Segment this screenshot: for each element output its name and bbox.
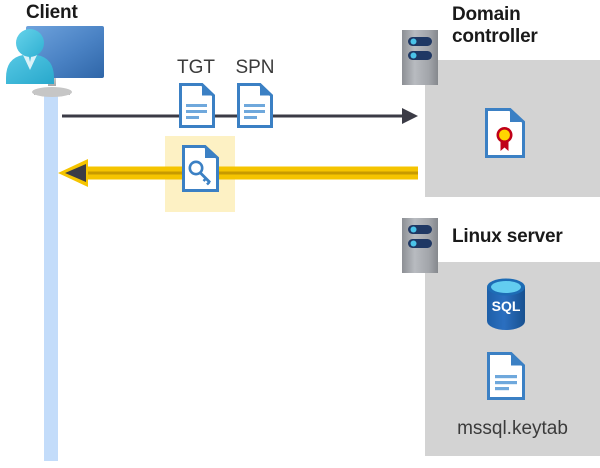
keytab-document-icon — [487, 352, 525, 400]
sql-database-icon: SQL — [484, 278, 528, 330]
client-workstation-icon — [4, 22, 108, 100]
linux-server-title: Linux server — [452, 226, 563, 247]
tgt-label: TGT — [177, 57, 215, 78]
server-rack-icon — [402, 30, 438, 85]
key-document-icon — [182, 145, 219, 192]
certificate-document-icon — [485, 108, 525, 158]
tgt-document-icon — [179, 83, 215, 128]
sql-icon-text: SQL — [492, 298, 521, 314]
client-lifeline — [44, 95, 58, 461]
domain-controller-title: Domain controller — [452, 4, 538, 47]
response-arrow — [58, 158, 418, 188]
server-rack-icon — [402, 218, 438, 273]
request-arrow — [58, 106, 418, 126]
spn-label: SPN — [235, 57, 275, 78]
client-title: Client — [26, 2, 78, 23]
spn-document-icon — [237, 83, 273, 128]
keytab-filename-label: mssql.keytab — [457, 418, 568, 439]
